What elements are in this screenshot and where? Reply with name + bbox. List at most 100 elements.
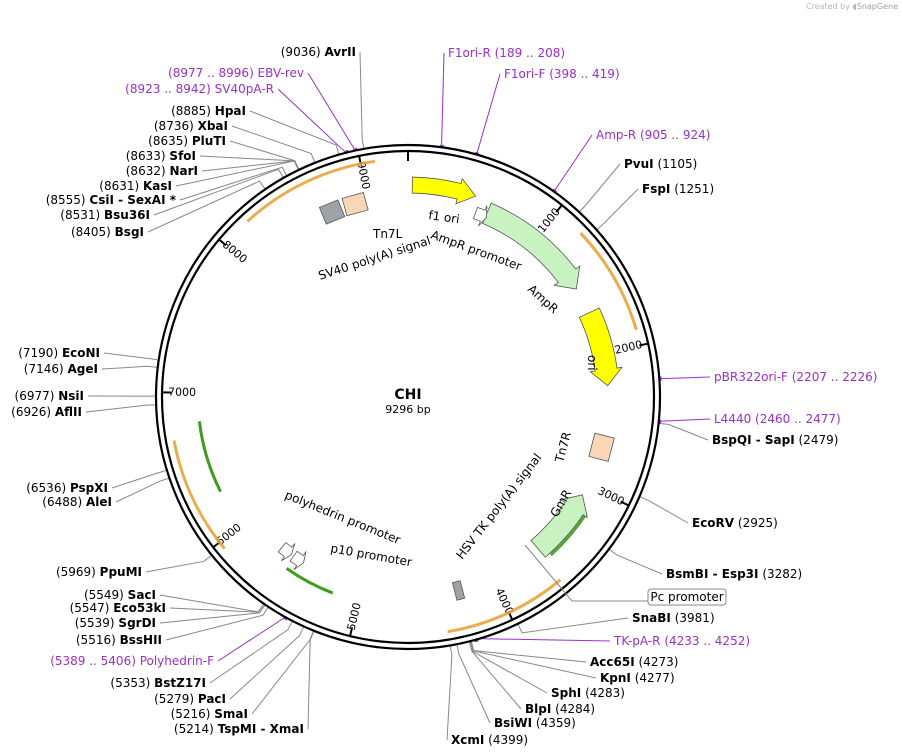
site-label-bsiwi: BsiWI (4359) bbox=[494, 716, 576, 730]
tick-8000 bbox=[218, 238, 227, 247]
leader-line bbox=[111, 469, 168, 489]
tick-5000 bbox=[349, 627, 354, 637]
site-label-pspxi: (6536) PspXI bbox=[26, 481, 108, 495]
site-label-smai: (5216) SmaI bbox=[171, 707, 248, 721]
ori-label: ori bbox=[585, 355, 599, 371]
p10-promoter-label: p10 promoter bbox=[329, 541, 413, 569]
tn7r-feature bbox=[588, 432, 615, 462]
polyhedrin-promoter-label: polyhedrin promoter bbox=[283, 488, 403, 547]
orf-arc bbox=[172, 440, 226, 550]
plasmid-name: CHI bbox=[394, 387, 421, 403]
primer-label-polyhedrin-f: (5389 .. 5406) Polyhedrin-F bbox=[50, 654, 214, 668]
site-label-nsii: (6977) NsiI bbox=[15, 389, 84, 403]
f1-ori-feature bbox=[411, 176, 477, 205]
leader-line bbox=[103, 352, 159, 361]
site-label-bstz17i: (5353) BstZ17I bbox=[110, 676, 206, 690]
site-label-blpi: BlpI (4284) bbox=[525, 702, 595, 716]
leader-line bbox=[249, 110, 340, 155]
primer-leader bbox=[552, 134, 593, 193]
pc-promoter-callout: Pc promoter bbox=[524, 544, 727, 606]
tick-label: 9000 bbox=[354, 160, 372, 190]
leader-line bbox=[469, 641, 548, 694]
leader-line bbox=[596, 188, 639, 231]
tick-label: 7000 bbox=[168, 385, 196, 399]
plasmid-size: 9296 bp bbox=[385, 403, 430, 416]
primer-label-tk-pa-r: TK-pA-R (4233 .. 4252) bbox=[613, 634, 750, 648]
orf-arc bbox=[285, 567, 334, 595]
site-label-alei: (6488) AleI bbox=[42, 495, 112, 509]
orf-arc bbox=[579, 232, 638, 331]
site-label-xcmi: XcmI (4399) bbox=[451, 733, 528, 747]
f1-ori-label: f1 ori bbox=[428, 208, 461, 226]
site-label-bsshii: (5516) BssHII bbox=[76, 633, 162, 647]
site-label-sphi: SphI (4283) bbox=[551, 686, 625, 700]
gmr-feature bbox=[530, 494, 588, 558]
tick-label: 2000 bbox=[613, 338, 643, 357]
leader-line bbox=[517, 617, 629, 634]
primer-label-amp-r: Amp-R (905 .. 924) bbox=[596, 128, 710, 142]
site-label-sfoi: (8633) SfoI bbox=[126, 149, 196, 163]
snapgene-credit: Created by ◖SnapGene bbox=[805, 2, 898, 11]
leader-line bbox=[201, 160, 300, 172]
site-label-pvui: PvuI (1105) bbox=[624, 157, 697, 171]
site-label-nari: (8632) NarI bbox=[126, 164, 198, 178]
leader-line bbox=[159, 594, 265, 613]
leader-line bbox=[165, 606, 269, 641]
leader-line bbox=[153, 168, 284, 216]
primer-leader bbox=[440, 52, 445, 149]
orf-arc bbox=[447, 578, 562, 634]
primer-leader bbox=[476, 638, 611, 642]
polyhedrin-promoter-feature bbox=[289, 550, 307, 571]
site-label-agei: (7146) AgeI bbox=[24, 362, 98, 376]
leader-line bbox=[658, 422, 709, 441]
site-label-avrii: (9036) AvrII bbox=[281, 45, 356, 59]
ampr-label: AmpR bbox=[525, 282, 561, 316]
orf-arc bbox=[197, 421, 222, 493]
leader-line bbox=[608, 548, 663, 575]
primer-leader bbox=[657, 418, 711, 422]
primer-leader bbox=[475, 73, 501, 156]
primer-label-sv40pa-r: (8923 .. 8942) SV40pA-R bbox=[125, 82, 274, 96]
tick-label: 3000 bbox=[596, 484, 627, 508]
primer-leader bbox=[658, 376, 711, 380]
hsv-tk-polya-feature bbox=[451, 580, 466, 601]
primer-label-ebv-rev: (8977 .. 8996) EBV-rev bbox=[168, 66, 304, 80]
leader-line bbox=[578, 163, 621, 213]
site-label-xbai: (8736) XbaI bbox=[154, 119, 228, 133]
leader-line bbox=[175, 160, 299, 187]
primer-label-f1ori-r: F1ori-R (189 .. 208) bbox=[448, 46, 565, 60]
primer-label-f1ori-f: F1ori-F (398 .. 419) bbox=[504, 67, 620, 81]
ampr-promoter-feature bbox=[472, 205, 488, 227]
leader-line bbox=[229, 626, 305, 700]
site-labels: PvuI (1105)FspI (1251)BspQI - SapI (2479… bbox=[11, 45, 877, 747]
primer-label-pbr322ori-f: pBR322ori-F (2207 .. 2226) bbox=[714, 370, 877, 384]
leader-line bbox=[470, 640, 587, 663]
tick-1000 bbox=[555, 204, 563, 213]
leader-line bbox=[446, 645, 453, 741]
site-label-econi: (7190) EcoNI bbox=[18, 346, 100, 360]
leader-line bbox=[169, 603, 265, 613]
tn7r-label: Tn7R bbox=[552, 430, 574, 464]
site-label-kasi: (8631) KasI bbox=[99, 179, 172, 193]
site-label-paci: (5279) PacI bbox=[154, 692, 226, 706]
leader-line bbox=[115, 477, 170, 503]
leader-line bbox=[101, 365, 158, 370]
site-label-csii: (8555) CsiI - SexAI * bbox=[46, 193, 177, 207]
p10-promoter-feature bbox=[277, 542, 296, 562]
pc-promoter-label: Pc promoter bbox=[650, 590, 723, 604]
site-label-ecorv: EcoRV (2925) bbox=[692, 516, 778, 530]
site-label-saci: (5549) SacI bbox=[84, 588, 156, 602]
tick-2000 bbox=[639, 342, 649, 347]
site-label-sgrdi: (5539) SgrDI bbox=[75, 616, 156, 630]
sv40-polya-feature bbox=[318, 199, 346, 225]
ori-feature bbox=[578, 307, 623, 387]
primer-leader bbox=[217, 616, 287, 662]
site-label-eco53ki: (5547) Eco53kI bbox=[70, 601, 166, 615]
leader-line bbox=[231, 125, 316, 164]
tick-label: 6000 bbox=[214, 521, 244, 548]
leader-line bbox=[179, 166, 288, 201]
leader-line bbox=[209, 620, 293, 684]
site-label-acc65i: Acc65I (4273) bbox=[590, 655, 678, 669]
leader-line bbox=[470, 640, 597, 679]
